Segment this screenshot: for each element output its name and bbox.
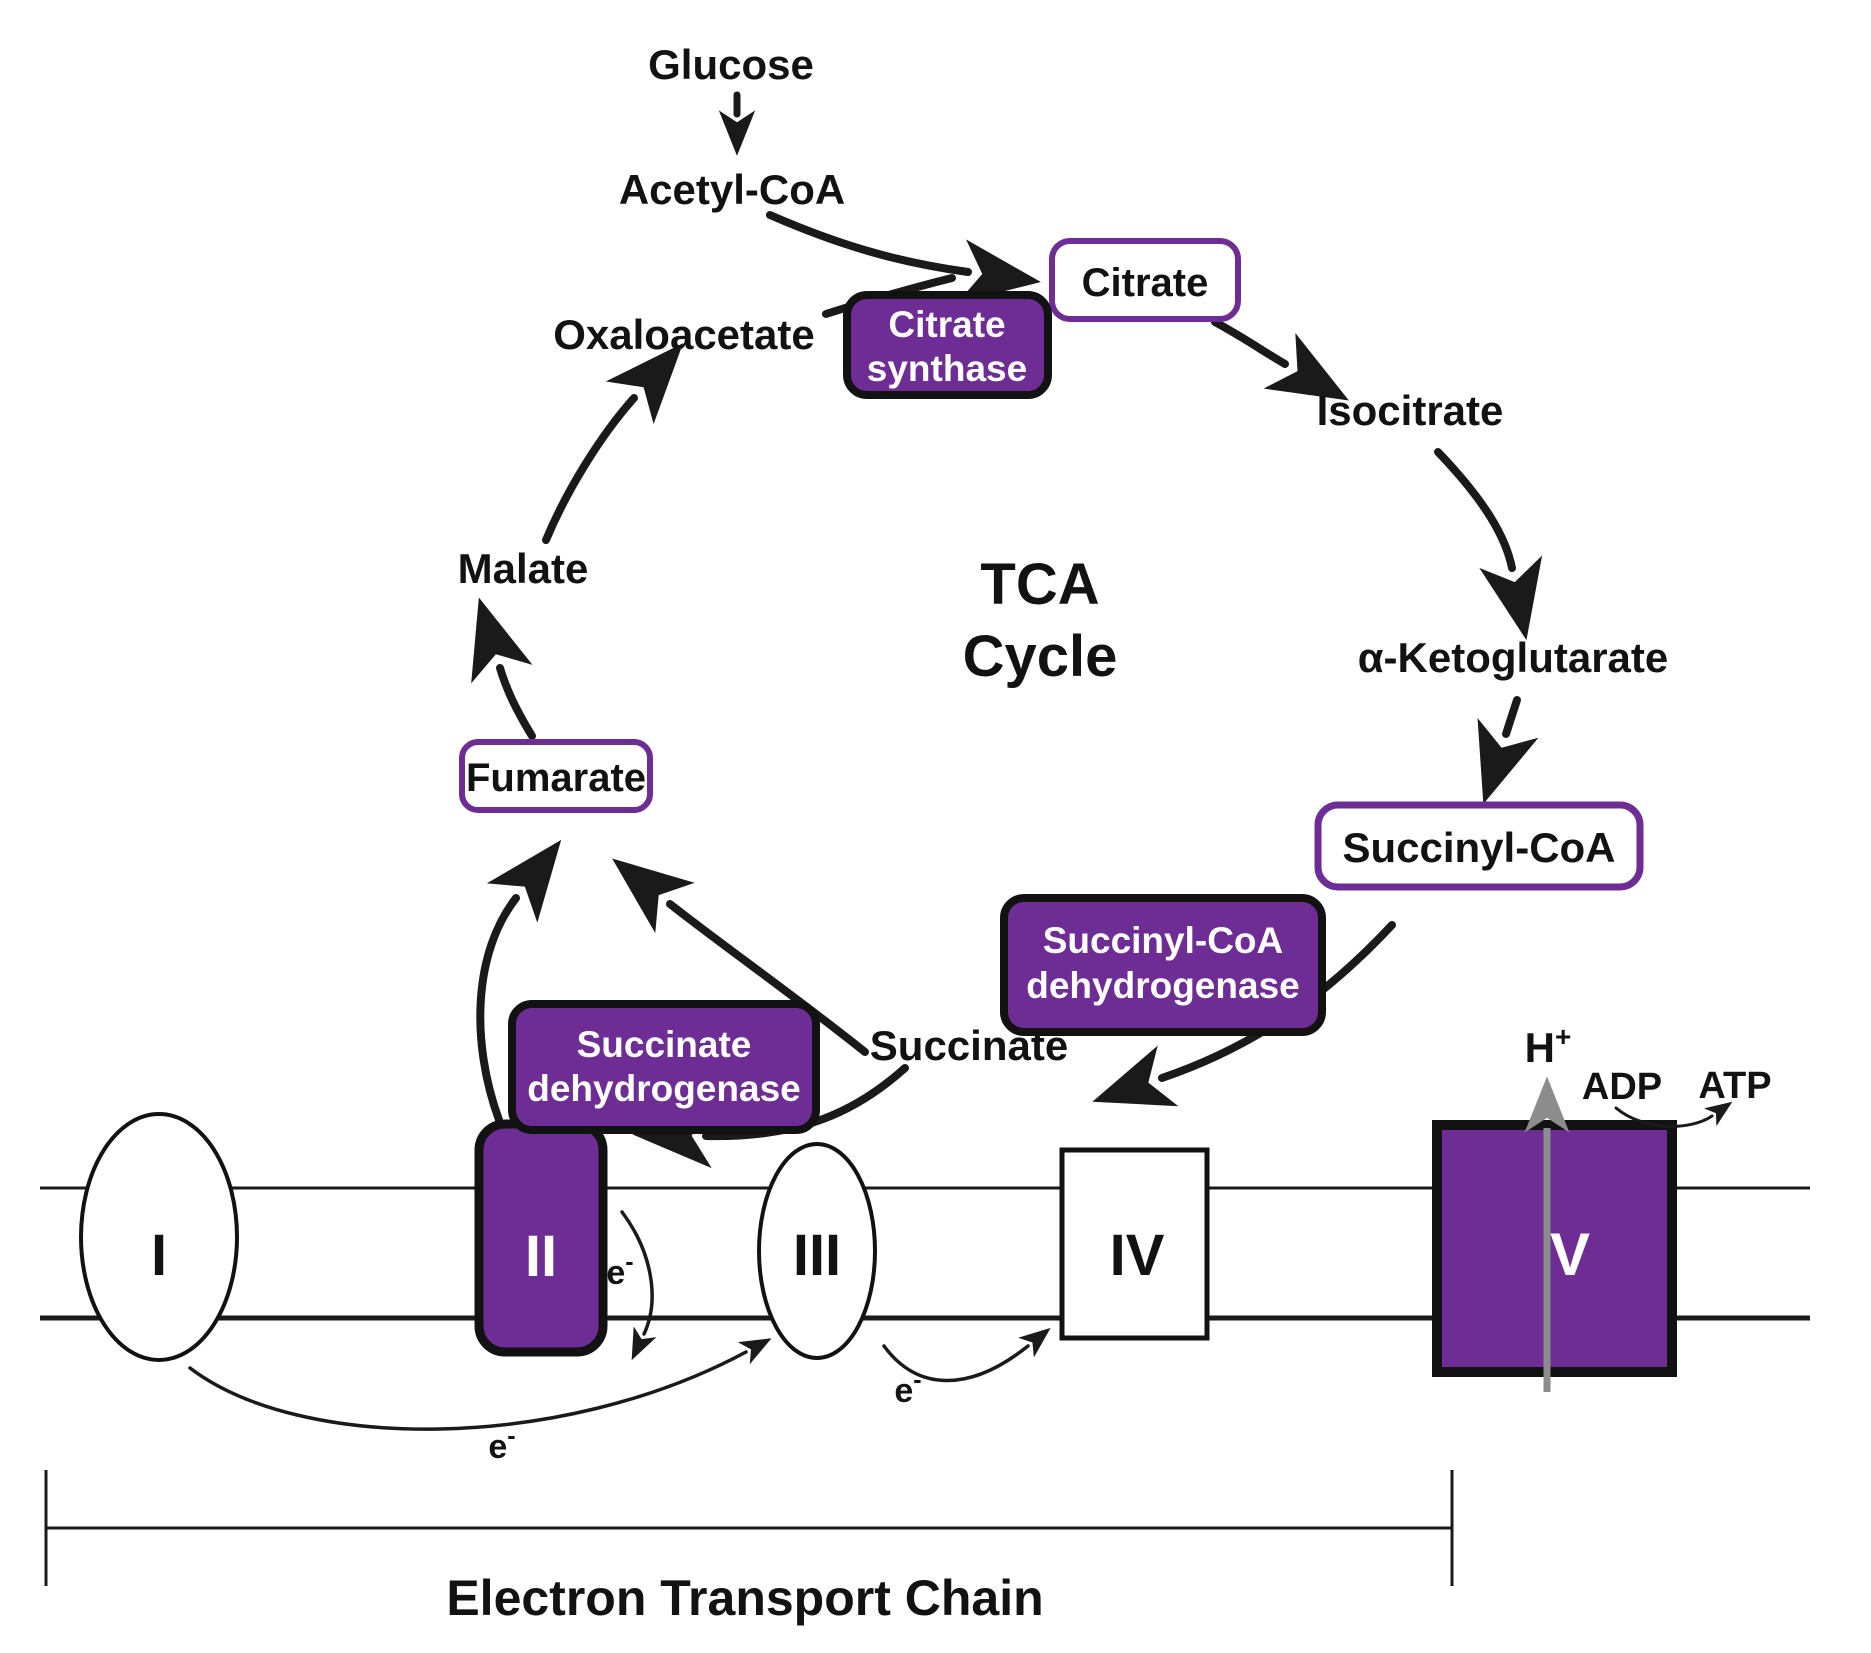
succinylcoa-dehydrogenase-line1: Succinyl-CoA xyxy=(1043,920,1284,961)
electron-base: e xyxy=(606,1254,625,1292)
arrow-malate-to-oxaloacetate xyxy=(542,343,684,544)
electron-label-complex2: e- xyxy=(606,1248,633,1292)
fumarate-label: Fumarate xyxy=(466,756,646,800)
electron-label-complex3-4: e- xyxy=(894,1366,921,1410)
complex-5-label: V xyxy=(1550,1221,1590,1288)
arrow-citrate-to-isocitrate xyxy=(1211,318,1349,401)
proton-base: H xyxy=(1525,1024,1555,1071)
complex-2-label: II xyxy=(525,1224,557,1289)
proton-sup: + xyxy=(1555,1021,1571,1052)
complex-5-shape xyxy=(1432,1120,1677,1377)
electron-label-complex1-3: e- xyxy=(488,1422,515,1466)
succinate-dehydrogenase-line2: dehydrogenase xyxy=(527,1068,800,1109)
citrate-synthase-box xyxy=(843,291,1052,399)
complex-1-label: I xyxy=(151,1223,167,1288)
succinate-dehydrogenase-box xyxy=(508,1000,820,1134)
etc-title: Electron Transport Chain xyxy=(446,1570,1043,1626)
proton-label: H+ xyxy=(1525,1021,1572,1071)
electron-sup: - xyxy=(913,1366,921,1394)
arrow-succinate-to-fumarate xyxy=(612,858,869,1056)
complex-3-label: III xyxy=(793,1223,841,1288)
electron-sup: - xyxy=(507,1422,515,1450)
succinylcoa-label: Succinyl-CoA xyxy=(1342,824,1615,871)
isocitrate-label: Isocitrate xyxy=(1317,387,1504,434)
electron-arrow-complex3-to-complex4 xyxy=(882,1327,1051,1383)
complex-1-shape xyxy=(79,1112,239,1362)
succinylcoa-dehydrogenase-box xyxy=(1000,894,1326,1036)
adp-to-atp-arrow xyxy=(1614,1101,1733,1128)
tca-title-line2: Cycle xyxy=(963,624,1118,689)
arrow-acetylcoa-to-citrate xyxy=(766,211,1041,303)
fumarate-box xyxy=(459,739,653,813)
arrow-ketoglutarate-to-succinylcoa xyxy=(1477,696,1539,805)
succinate-label: Succinate xyxy=(870,1022,1068,1069)
complex-4-shape xyxy=(1059,1147,1210,1341)
glucose-label: Glucose xyxy=(648,41,814,88)
citrate-label: Citrate xyxy=(1082,261,1209,305)
citrate-box xyxy=(1049,238,1241,322)
electron-base: e xyxy=(894,1372,913,1410)
citrate-synthase-line1: Citrate xyxy=(888,304,1005,345)
complex-3-shape xyxy=(757,1142,877,1360)
citrate-synthase-line2: synthase xyxy=(867,348,1027,389)
succinate-dehydrogenase-line1: Succinate xyxy=(577,1024,752,1065)
tca-title-line1: TCA xyxy=(980,552,1099,617)
arrow-isocitrate-to-ketoglutarate xyxy=(1434,448,1543,641)
complex-4-label: IV xyxy=(1110,1223,1165,1288)
adp-label: ADP xyxy=(1582,1066,1662,1108)
electron-arrow-complex1-to-complex3 xyxy=(188,1338,772,1431)
arrow-succinate-to-complex2 xyxy=(632,1064,909,1169)
atp-label: ATP xyxy=(1698,1065,1771,1107)
electron-arrow-complex2 xyxy=(620,1210,657,1361)
electron-sup: - xyxy=(625,1248,633,1276)
arrow-complex2-to-fumarate xyxy=(476,839,562,1124)
acetylcoa-label: Acetyl-CoA xyxy=(619,166,845,213)
alpha-ketoglutarate-label: α-Ketoglutarate xyxy=(1358,634,1669,681)
succinylcoa-dehydrogenase-line2: dehydrogenase xyxy=(1026,965,1299,1006)
oxaloacetate-label: Oxaloacetate xyxy=(553,311,814,358)
electron-base: e xyxy=(488,1428,507,1466)
arrow-fumarate-to-malate xyxy=(471,597,536,740)
malate-label: Malate xyxy=(458,545,589,592)
succinylcoa-box xyxy=(1314,801,1644,891)
